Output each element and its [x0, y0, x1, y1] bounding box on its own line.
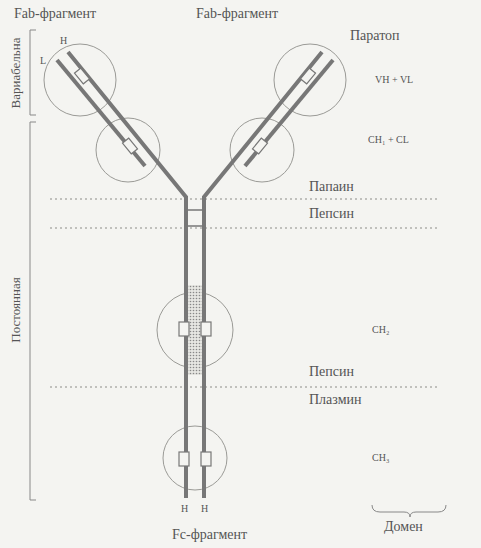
- chain-letter: L: [40, 55, 46, 67]
- domain-label: CH₃: [372, 452, 389, 464]
- domain-label: VH + VL: [375, 74, 413, 86]
- domain-label: CH₂: [372, 324, 389, 336]
- fragment-label: Fc-фрагмент: [172, 527, 247, 543]
- enzyme-label: Плазмин: [309, 392, 362, 408]
- fragment-label: Fab-фрагмент: [196, 6, 278, 22]
- paratope-label: Паратоп: [350, 28, 400, 44]
- enzyme-label: Пепсин: [309, 206, 354, 222]
- enzyme-label: Пепсин: [309, 364, 354, 380]
- domain-label: CH₁ + CL: [368, 134, 409, 146]
- chain-letter: H: [60, 35, 67, 47]
- domain-caption: Домен: [384, 519, 423, 535]
- region-label: Вариабельна: [9, 37, 24, 108]
- fragment-label: Fab-фрагмент: [14, 6, 96, 22]
- chain-letter: H: [201, 503, 208, 515]
- region-label: Постоянная: [9, 277, 24, 342]
- chain-letter: H: [181, 503, 188, 515]
- enzyme-label: Папаин: [309, 179, 354, 195]
